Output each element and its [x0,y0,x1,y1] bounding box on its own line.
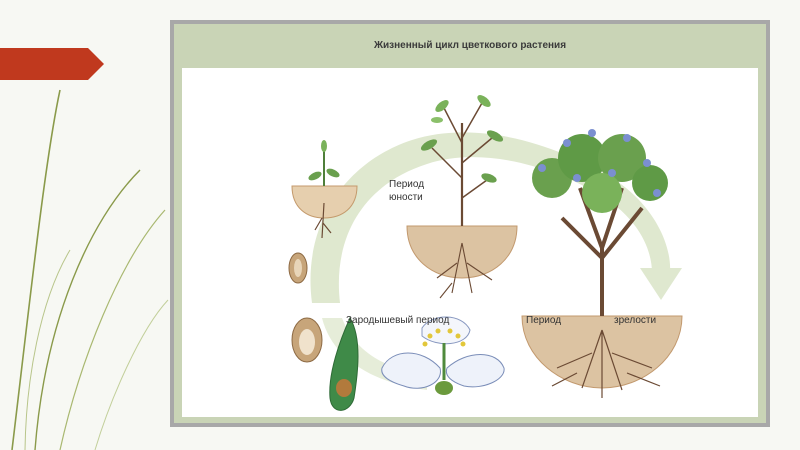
label-maturity-period-word: Период [526,315,562,326]
decor-curve-line [34,169,141,450]
seedling-icon [291,140,358,239]
label-youth-period: Период юности [389,179,425,203]
tree-icon [521,129,683,398]
label-embryo-period: Зародышевый период [346,315,450,326]
diagram-panel: Период юности Зародышевый период Период … [182,68,758,417]
life-cycle-illustration [288,95,683,411]
red-arrow-icon [0,48,104,80]
young-plant-icon [406,95,518,299]
diagram-title: Жизненный цикл цветкового растения [373,40,567,51]
seed-icon [288,252,308,284]
decor-curve-line [24,249,71,450]
flower-icon [381,316,505,395]
cycle-arrow-head [640,268,682,300]
diagram-frame: Жизненный цикл цветкового растения [170,20,770,427]
decor-curve-line [59,209,166,450]
pistil-icon [329,316,359,411]
seed-cross-section-icon [291,317,323,363]
decor-curve-line [11,89,61,450]
header-band: Жизненный цикл цветкового растения [174,24,766,66]
decor-curve-line [94,299,169,450]
label-maturity-word: зрелости [614,315,657,326]
